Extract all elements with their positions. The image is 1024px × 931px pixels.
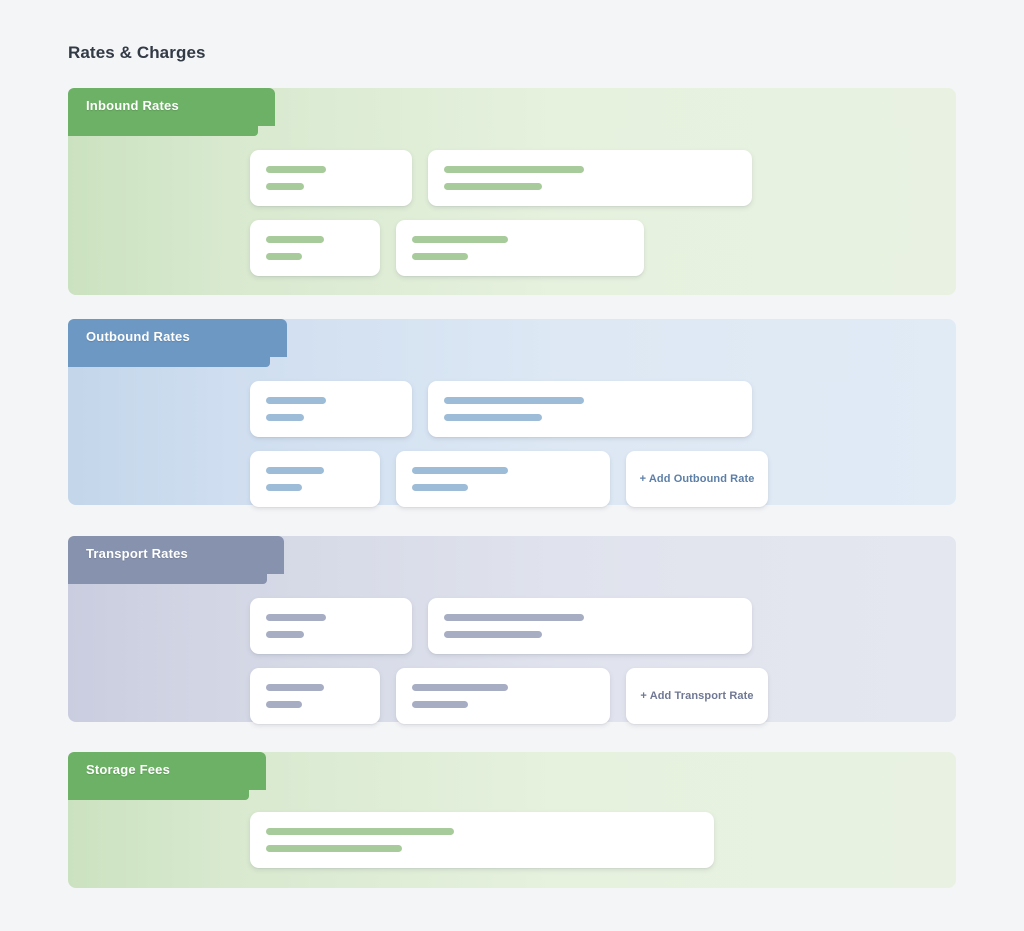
section-tab-label-transport-rates: Transport Rates [86,546,188,561]
page-title: Rates & Charges [68,43,206,62]
skeleton-bar [266,684,324,691]
inbound-rate-card-1[interactable] [250,150,412,206]
skeleton-bar [444,397,584,404]
skeleton-bar [266,701,302,708]
skeleton-bar [266,166,326,173]
section-tab-label-outbound-rates: Outbound Rates [86,329,190,344]
outbound-rate-card-2[interactable] [428,381,752,437]
card-row [250,381,752,437]
skeleton-bar [412,253,468,260]
add-outbound-rate-label: + Add Outbound Rate [639,473,755,485]
skeleton-bar [266,414,304,421]
skeleton-bar [266,828,454,835]
transport-rate-card-4[interactable] [396,668,610,724]
inbound-rate-card-4[interactable] [396,220,644,276]
skeleton-bar [444,614,584,621]
skeleton-bar [412,684,508,691]
skeleton-bar [444,631,542,638]
skeleton-bar [412,701,468,708]
inbound-rate-card-3[interactable] [250,220,380,276]
card-row [250,220,644,276]
section-tab-step-transport-rates [68,566,267,584]
card-row [250,150,752,206]
skeleton-bar [266,236,324,243]
outbound-rate-card-4[interactable] [396,451,610,507]
add-transport-rate-label: + Add Transport Rate [640,690,754,702]
storage-fee-card-1[interactable] [250,812,714,868]
section-tab-label-inbound-rates: Inbound Rates [86,98,179,113]
section-storage-fees: Storage Fees [68,752,956,888]
add-transport-rate-button[interactable]: + Add Transport Rate [626,668,768,724]
transport-rate-card-1[interactable] [250,598,412,654]
skeleton-bar [266,845,402,852]
outbound-rate-card-1[interactable] [250,381,412,437]
card-row [250,598,752,654]
section-transport-rates: Transport Rates + Add Transport Rate [68,536,956,724]
add-outbound-rate-button[interactable]: + Add Outbound Rate [626,451,768,507]
card-row: + Add Outbound Rate [250,451,768,507]
skeleton-bar [444,166,584,173]
skeleton-bar [266,397,326,404]
card-row: + Add Transport Rate [250,668,768,724]
transport-rate-card-3[interactable] [250,668,380,724]
skeleton-bar [266,467,324,474]
section-tab-step-storage-fees [68,782,249,800]
section-tab-step-outbound-rates [68,349,270,367]
section-inbound-rates: Inbound Rates [68,88,956,295]
skeleton-bar [412,484,468,491]
outbound-rate-card-3[interactable] [250,451,380,507]
skeleton-bar [412,236,508,243]
inbound-rate-card-2[interactable] [428,150,752,206]
card-row [250,812,714,868]
skeleton-bar [266,183,304,190]
skeleton-bar [444,183,542,190]
section-tab-label-storage-fees: Storage Fees [86,762,171,777]
skeleton-bar [266,484,302,491]
skeleton-bar [266,631,304,638]
skeleton-bar [266,253,302,260]
section-outbound-rates: Outbound Rates + Add Outbound Rate [68,319,956,507]
skeleton-bar [444,414,542,421]
skeleton-bar [266,614,326,621]
transport-rate-card-2[interactable] [428,598,752,654]
section-tab-step-inbound-rates [68,118,258,136]
skeleton-bar [412,467,508,474]
